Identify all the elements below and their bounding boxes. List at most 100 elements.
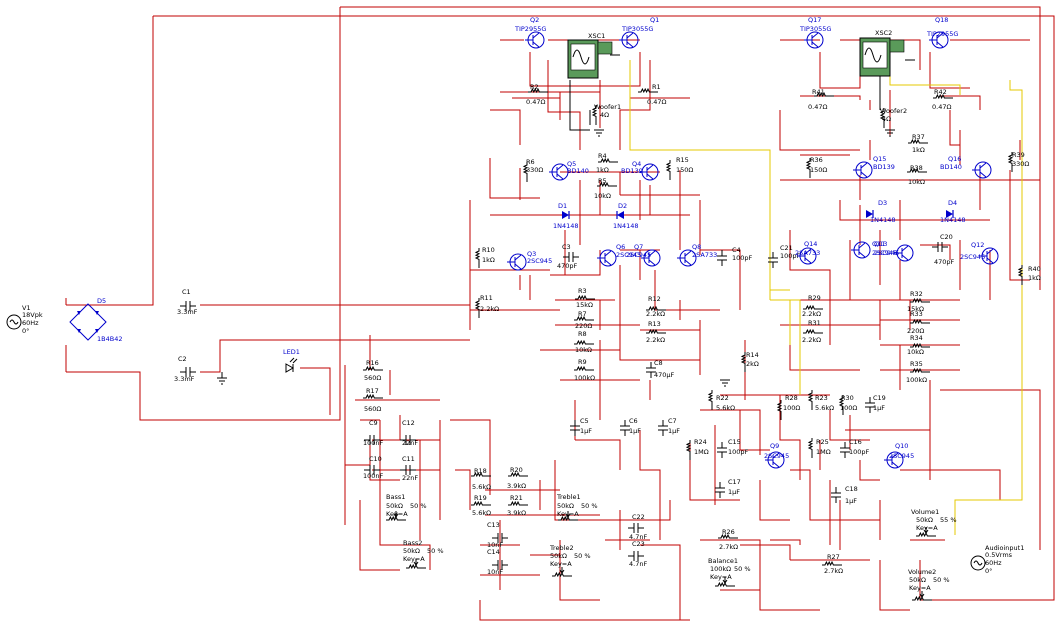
r1-component[interactable]: R10.47Ω: [638, 83, 666, 106]
c1-component[interactable]: C13.3mF: [177, 288, 198, 316]
c2-component[interactable]: C23.3mF: [174, 355, 196, 383]
xsc1-component[interactable]: XSC1: [567, 32, 613, 79]
xsc2-component[interactable]: XSC2: [859, 29, 905, 77]
r2-component[interactable]: R20.47Ω: [526, 83, 548, 106]
